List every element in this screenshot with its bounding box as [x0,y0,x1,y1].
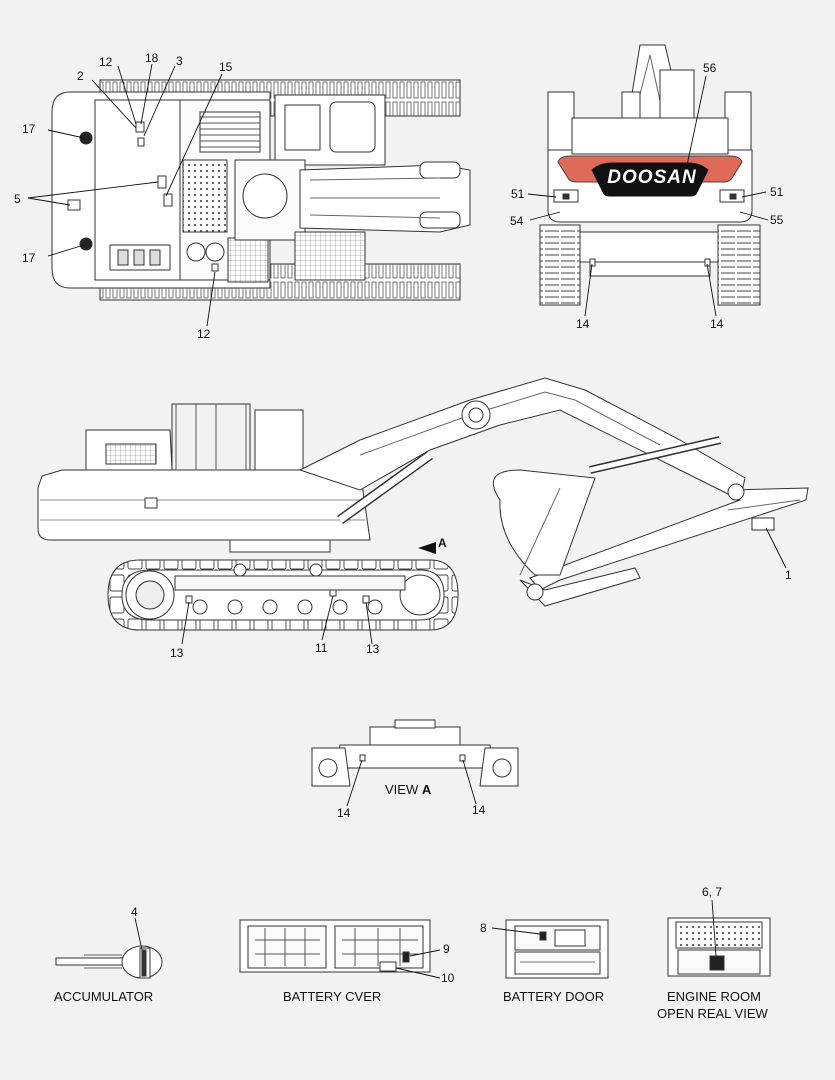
callout-1: 1 [785,568,792,582]
callout-51-right: 51 [770,185,784,199]
accumulator-leader-line [134,917,143,951]
callout-51-left: 51 [511,187,525,201]
view-a-arrow-icon [418,542,436,554]
callout-10: 10 [441,971,455,985]
battery-cover-caption: BATTERY CVER [283,989,382,1004]
callout-12-bottom: 12 [197,327,211,341]
callout-17-lower: 17 [22,251,36,265]
battery-door-drawing [505,919,609,979]
side-view-drawing [37,377,809,631]
callout-12-top: 12 [99,55,113,69]
view-a-drawing [311,719,519,787]
callout-14-rear-right: 14 [710,317,724,331]
battery-cover-drawing [239,919,431,973]
callout-4: 4 [131,905,138,919]
top-view-leader-lines [27,63,223,327]
rear-view-leader-lines [527,75,769,317]
accumulator-drawing [55,945,163,979]
view-a-leader-lines [346,759,477,807]
callout-5: 5 [14,192,21,206]
callout-14-rear-left: 14 [576,317,590,331]
doosan-logo: DOOSAN [607,167,697,188]
accumulator-caption: ACCUMULATOR [54,989,154,1004]
top-view-drawing [51,79,471,301]
callout-6-7: 6, 7 [702,885,723,899]
callout-14-view-a-left: 14 [337,806,351,820]
side-view-leader-lines [181,527,787,645]
callout-55: 55 [770,213,784,227]
battery-cover-leader-lines [395,949,441,979]
engine-room-drawing [667,917,771,977]
view-a-caption-letter: A [421,782,432,797]
callout-56: 56 [703,61,717,75]
callout-2: 2 [77,69,84,83]
callout-9: 9 [443,942,450,956]
engine-room-leader-line [711,899,717,957]
callout-11: 11 [315,641,328,655]
engine-room-caption-line2: OPEN REAL VIEW [657,1006,768,1021]
callout-18: 18 [145,51,159,65]
rear-view-drawing [539,44,761,306]
view-a-caption: VIEW A [385,781,431,798]
view-a-caption-prefix: VIEW [385,782,422,797]
callout-3: 3 [176,54,183,68]
callout-15: 15 [219,60,233,74]
callout-54: 54 [510,214,524,228]
callout-8: 8 [480,921,487,935]
view-a-marker: A [438,536,447,550]
callout-13-right: 13 [366,642,380,656]
engine-room-caption-line1: ENGINE ROOM [667,989,761,1004]
callout-13-left: 13 [170,646,184,660]
callout-14-view-a-right: 14 [472,803,486,817]
battery-door-caption: BATTERY DOOR [503,989,605,1004]
battery-door-leader-line [491,927,541,935]
callout-17-upper: 17 [22,122,36,136]
